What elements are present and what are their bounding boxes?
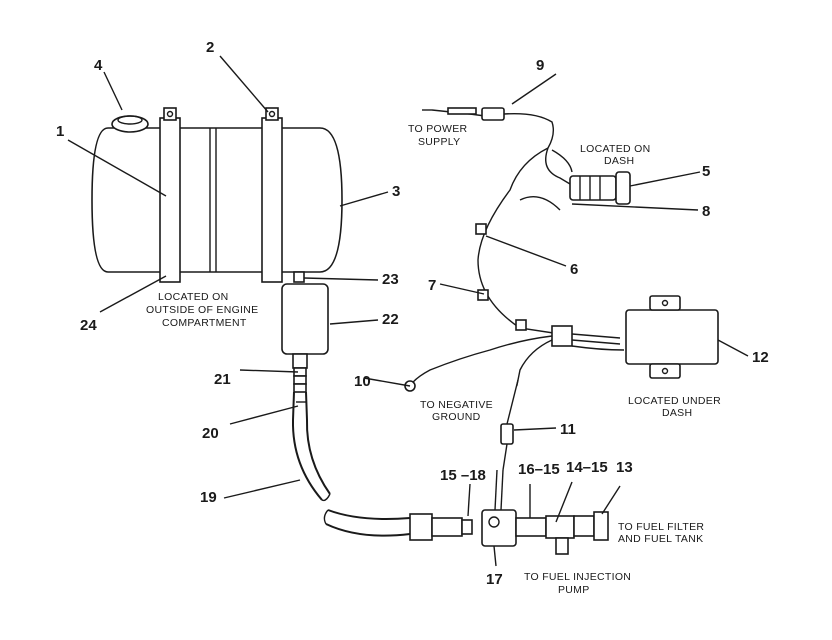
pump-module [281, 283, 329, 369]
control-unit [625, 295, 719, 379]
callout-3: 3 [392, 183, 400, 200]
filler-cap [111, 115, 149, 133]
note-ground-line-1: TO NEGATIVE [420, 399, 493, 411]
callout-1: 1 [56, 123, 64, 140]
callout-9: 9 [536, 57, 544, 74]
note-power-supply-line-1: TO POWER [408, 123, 467, 135]
callout-12: 12 [752, 349, 769, 366]
callout-20: 20 [202, 425, 219, 442]
callout-24: 24 [80, 317, 97, 334]
note-under-dash-line-2: DASH [662, 407, 692, 419]
note-dash-line-2: DASH [604, 155, 634, 167]
dash-switch [569, 171, 631, 205]
note-injection-line-2: PUMP [558, 584, 590, 596]
callout-17: 17 [486, 571, 503, 588]
callout-5: 5 [702, 163, 710, 180]
mounting-strap-left [159, 107, 181, 283]
callout-21: 21 [214, 371, 231, 388]
note-fuel-filter-line-1: TO FUEL FILTER [618, 521, 704, 533]
note-engine-line-1: LOCATED ON [158, 291, 228, 303]
leader-lines [67, 55, 749, 567]
reservoir-tank [91, 107, 343, 283]
note-ground-line-2: GROUND [432, 411, 481, 423]
tee-fitting-assembly [409, 509, 609, 555]
callout-14-15: 14–15 [566, 459, 608, 476]
note-injection-line-1: TO FUEL INJECTION [524, 571, 631, 583]
callout-6: 6 [570, 261, 578, 278]
callout-23: 23 [382, 271, 399, 288]
callout-22: 22 [382, 311, 399, 328]
note-dash-line-1: LOCATED ON [580, 143, 650, 155]
callout-8: 8 [702, 203, 710, 220]
callout-2: 2 [206, 39, 214, 56]
fuel-hose [291, 391, 411, 537]
callout-13: 13 [616, 459, 633, 476]
outlet-fitting [293, 271, 305, 283]
note-fuel-filter-line-2: AND FUEL TANK [618, 533, 703, 545]
callout-7: 7 [428, 277, 436, 294]
temperature-sensor-lead [494, 379, 519, 511]
callout-4: 4 [94, 57, 103, 74]
note-engine-line-2: OUTSIDE OF ENGINE [146, 304, 258, 316]
note-engine-line-3: COMPARTMENT [162, 317, 247, 329]
callout-15-18: 15 –18 [440, 467, 486, 484]
location-notes: TO POWER SUPPLY LOCATED ON DASH LOCATED … [146, 123, 721, 596]
callout-19: 19 [200, 489, 217, 506]
note-power-supply-line-2: SUPPLY [418, 136, 460, 148]
note-under-dash-line-1: LOCATED UNDER [628, 395, 721, 407]
callout-11: 11 [560, 421, 576, 438]
callout-16-15: 16–15 [518, 461, 560, 478]
mounting-strap-right [261, 107, 283, 283]
wiring-harness [409, 107, 625, 387]
callout-10: 10 [354, 373, 371, 390]
callout-numbers: 1 2 3 4 5 6 7 8 9 10 11 12 13 14–15 15 –… [56, 39, 769, 588]
